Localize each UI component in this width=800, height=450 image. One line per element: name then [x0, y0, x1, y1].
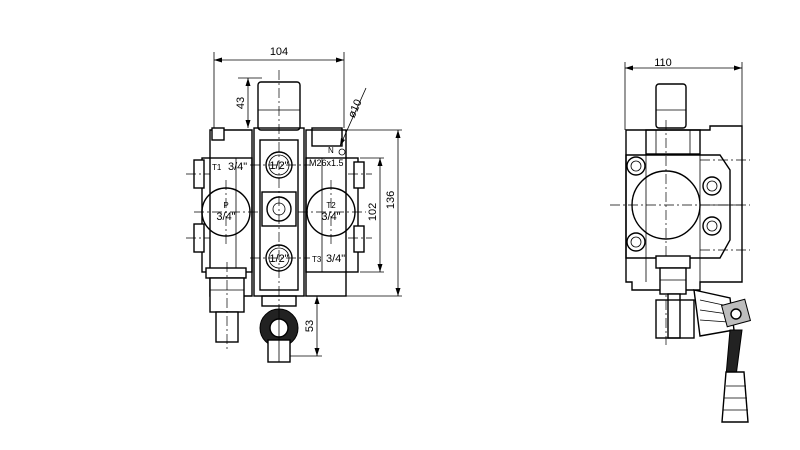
port-p-size: 3/4"	[216, 211, 235, 223]
side-view: 110	[610, 57, 752, 423]
port-n-thread: M26x1.5	[309, 158, 344, 168]
dim-110-label: 110	[654, 57, 672, 69]
dim-hole-label: ø10	[346, 98, 365, 120]
port-t1-size: 3/4"	[228, 161, 247, 173]
port-t2-label: T2	[326, 201, 336, 210]
dimension-top-front: 43	[235, 77, 262, 128]
port-t3-size: 3/4"	[326, 253, 345, 265]
dim-136-label: 136	[385, 191, 397, 209]
front-view: 104 43 ø10	[186, 46, 402, 363]
dim-102-label: 102	[367, 203, 379, 221]
port-t1-label: T1	[212, 163, 222, 172]
port-a-size: 1/2"	[269, 160, 288, 172]
dimension-width-front: 104	[213, 46, 345, 135]
dimension-width-side: 110	[624, 57, 743, 160]
port-p-label: P	[223, 201, 228, 210]
dim-53-label: 53	[304, 320, 316, 332]
port-b-size: 1/2"	[269, 253, 288, 265]
port-n-label: N	[328, 146, 334, 155]
dim-104-label: 104	[270, 46, 288, 58]
dim-43-label: 43	[235, 97, 247, 109]
dimension-handle-front: 53	[290, 295, 322, 357]
port-t3-label: T3	[312, 255, 322, 264]
dimension-heights-front: 136 102	[346, 129, 402, 297]
port-t2-size: 3/4"	[321, 211, 340, 223]
